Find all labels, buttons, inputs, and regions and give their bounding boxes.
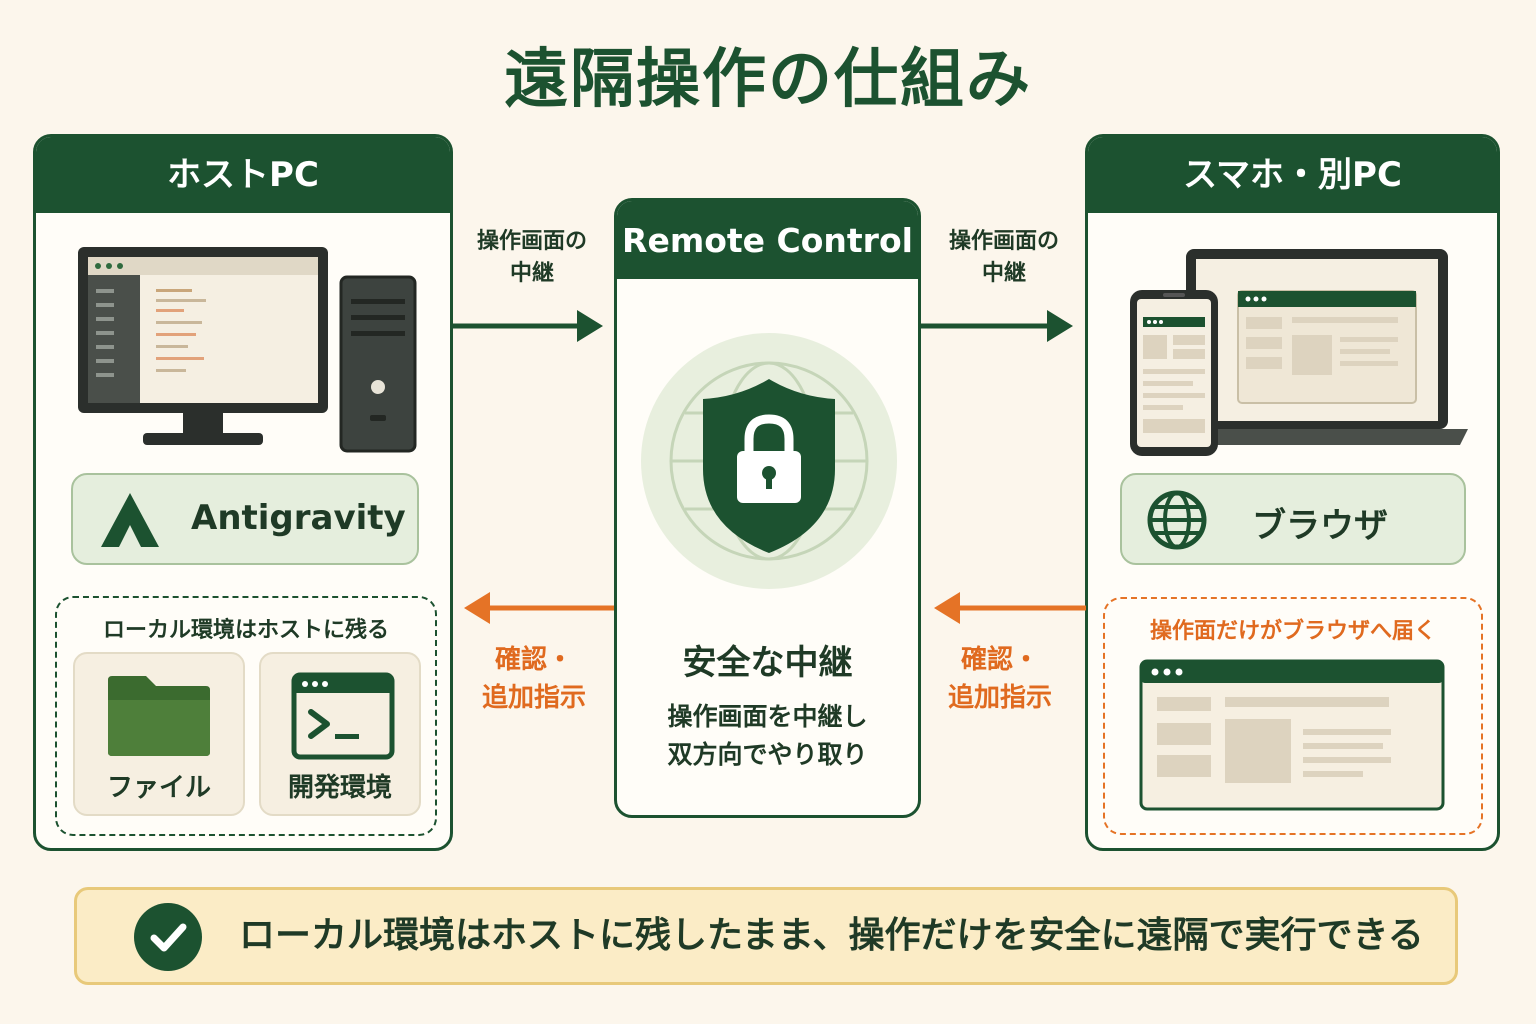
forward-arrow-right: [921, 310, 1073, 342]
browser-app: ブラウザ: [1120, 473, 1466, 565]
laptop-icon: [1182, 249, 1468, 445]
back-arrow-left: [464, 592, 614, 624]
forward-label-right-line2: 中継: [981, 261, 1026, 286]
antigravity-app: Antigravity: [71, 473, 419, 565]
forward-label-right-line1: 操作画面の: [948, 229, 1059, 254]
relay-desc-line2: 双方向でやり取り: [667, 740, 868, 769]
files-label: ファイル: [106, 773, 211, 803]
screen-delivery-caption: 操作面だけがブラウザへ届く: [1149, 619, 1436, 644]
globe-icon: [1147, 490, 1207, 550]
remote-control-panel: Remote Control 安全な中継 操作画面を中継し 双方向でやり取り: [614, 198, 921, 818]
forward-label-left-line2: 中継: [509, 261, 554, 286]
local-environment-group: ローカル環境はホストに残る ファイル 開発環境: [55, 596, 437, 836]
smartphone-icon: [1130, 290, 1218, 456]
browser-window-icon: [1139, 659, 1445, 811]
back-label-left-line1: 確認・: [494, 645, 573, 675]
desktop-monitor-icon: [78, 247, 328, 445]
devenv-tile: 開発環境: [259, 652, 421, 816]
back-label-right-line1: 確認・: [960, 645, 1039, 675]
summary-text: ローカル環境はホストに残したまま、操作だけを安全に遠隔で実行できる: [239, 915, 1424, 956]
secure-relay-label: 安全な中継: [682, 643, 853, 683]
terminal-icon: [291, 672, 395, 760]
summary-banner: ローカル環境はホストに残したまま、操作だけを安全に遠隔で実行できる: [74, 887, 1458, 985]
host-pc-header: ホストPC: [36, 137, 450, 213]
browser-label: ブラウザ: [1252, 506, 1388, 546]
client-device-header: スマホ・別PC: [1088, 137, 1497, 213]
shield-lock-icon: [641, 333, 897, 589]
pc-tower-icon: [339, 275, 417, 453]
check-icon: [134, 903, 202, 971]
antigravity-label: Antigravity: [191, 498, 406, 538]
relay-desc-line1: 操作画面を中継し: [667, 702, 868, 731]
local-environment-caption: ローカル環境はホストに残る: [102, 618, 389, 643]
host-pc-panel: ホストPC Antigravity ローカル環境はホ: [33, 134, 453, 851]
page-title: 遠隔操作の仕組み: [504, 43, 1032, 117]
forward-label-left-line1: 操作画面の: [476, 229, 587, 254]
client-device-panel: スマホ・別PC ブラウザ: [1085, 134, 1500, 851]
back-arrow-right: [934, 592, 1086, 624]
antigravity-logo-icon: [101, 493, 159, 547]
files-tile: ファイル: [73, 652, 245, 816]
screen-delivery-group: 操作面だけがブラウザへ届く: [1103, 597, 1483, 835]
devenv-label: 開発環境: [287, 773, 392, 803]
remote-control-header: Remote Control: [617, 201, 918, 279]
back-label-right-line2: 追加指示: [947, 683, 1052, 713]
forward-arrow-left: [453, 310, 603, 342]
folder-icon: [108, 676, 210, 756]
back-label-left-line2: 追加指示: [481, 683, 586, 713]
